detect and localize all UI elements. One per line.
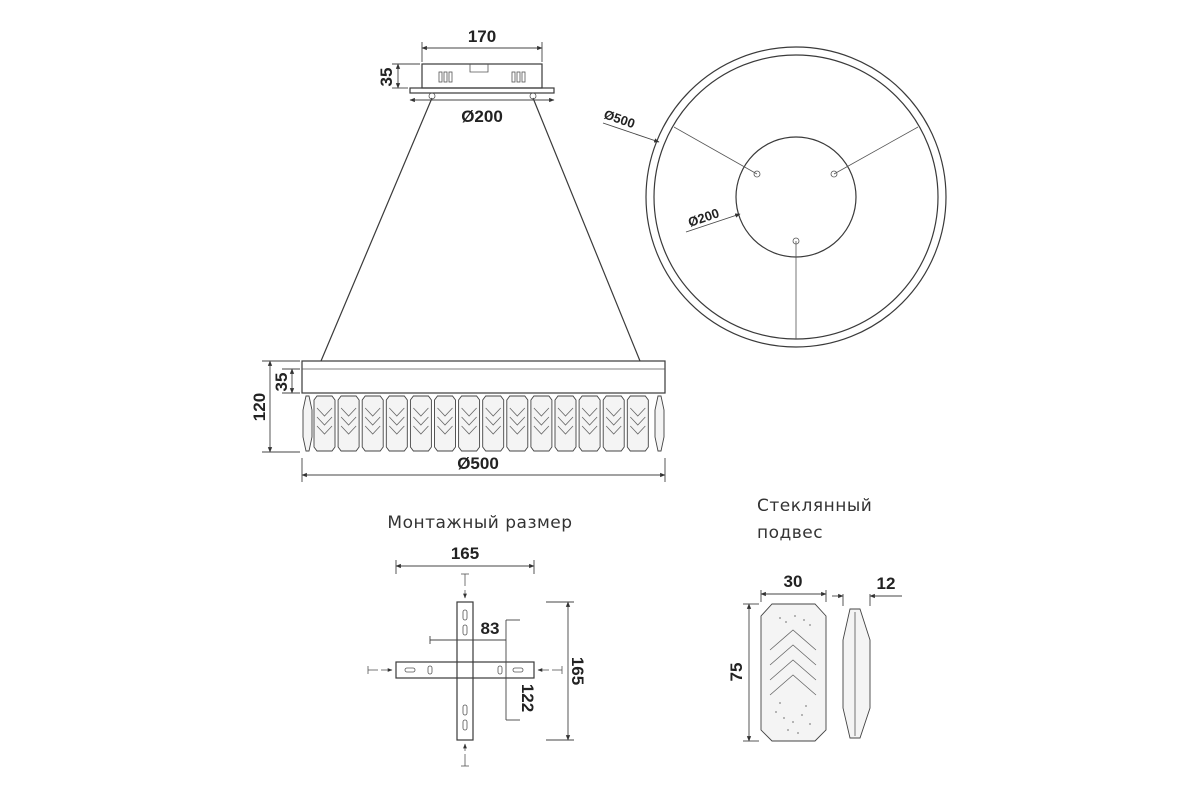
crystal-pendant [361, 395, 384, 452]
ring-band [301, 360, 666, 394]
pendant-title-line2: подвес [757, 523, 823, 543]
ring-outer [645, 46, 947, 348]
crystal-pendant [337, 395, 360, 452]
plan-ring-diameter-label: Ø500 [602, 107, 637, 132]
crystal-pendant [554, 395, 577, 452]
elevation-view: 170 35 Ø200 35 120 Ø500 [250, 27, 666, 482]
total-height-label: 120 [250, 393, 269, 421]
crystal-pendant [506, 395, 529, 452]
suspension-cable [320, 97, 433, 362]
crystal-pendant [458, 395, 481, 452]
bracket-vertical [456, 601, 474, 741]
crystal-pendant [409, 395, 432, 452]
mount-inner-width-label: 83 [481, 619, 500, 638]
mount-inner-height-label: 122 [518, 684, 537, 712]
pendant-width-label: 30 [784, 572, 803, 591]
pendant-height-label: 75 [727, 663, 746, 682]
crystal-pendant [602, 395, 625, 452]
ring-diameter-label: Ø500 [457, 454, 499, 473]
cable-line [673, 126, 758, 175]
glass-pendant-view: Стеклянный подвес 30 [727, 496, 902, 742]
canopy-height-label: 35 [377, 68, 396, 87]
crystal-pendant [482, 395, 505, 452]
crystal-pendant [313, 395, 336, 452]
canopy [409, 63, 555, 100]
plan-view: Ø500 Ø200 [602, 46, 947, 348]
crystal-pendant [578, 395, 601, 452]
screw-icon [367, 666, 393, 674]
ring-height-label: 35 [272, 373, 291, 392]
crystal-pendant [530, 395, 553, 452]
mounting-title: Монтажный размер [387, 513, 572, 533]
pendant-title-line1: Стеклянный [757, 496, 872, 516]
screw-icon [537, 666, 563, 674]
mounting-bracket-view: Монтажный размер [367, 513, 587, 767]
crystal-row [302, 395, 665, 452]
crystal-front [760, 603, 827, 742]
canopy-width-label: 170 [468, 27, 496, 46]
crystal-pendant [626, 395, 649, 452]
mount-height-label: 165 [568, 657, 587, 685]
canopy-circle [735, 136, 857, 258]
crystal-edge [302, 395, 313, 452]
crystal-pendant [434, 395, 456, 452]
mount-width-label: 165 [451, 544, 479, 563]
canopy-diameter-label: Ø200 [461, 107, 503, 126]
screw-icon [461, 573, 469, 599]
crystal-pendant [385, 395, 408, 452]
bracket-horizontal [395, 661, 535, 679]
cable-line [833, 126, 919, 175]
screw-icon [461, 743, 469, 767]
crystal-side [842, 608, 871, 739]
pendant-thickness-label: 12 [877, 574, 896, 593]
suspension-cable [532, 97, 641, 362]
crystal-edge [654, 395, 665, 452]
